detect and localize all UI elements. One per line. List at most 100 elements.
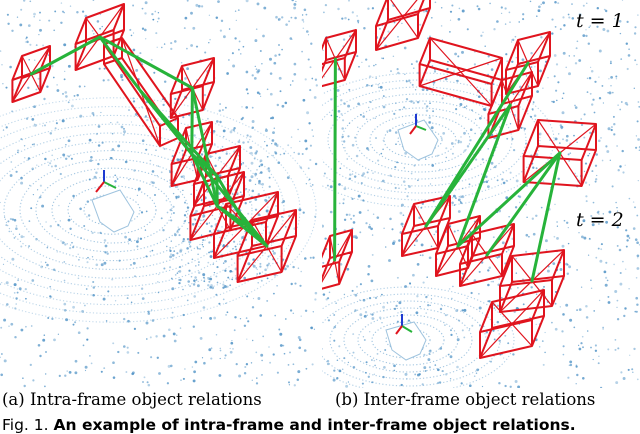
lidar-point: [400, 212, 403, 215]
lidar-point: [285, 102, 288, 105]
lidar-point: [586, 200, 588, 202]
lidar-point: [246, 0, 249, 2]
lidar-point: [253, 298, 254, 299]
lidar-point: [557, 2, 559, 4]
lidar-point: [262, 336, 264, 338]
lidar-point: [429, 102, 431, 104]
lidar-point: [45, 221, 46, 222]
lidar-point: [313, 311, 314, 312]
lidar-point: [353, 215, 355, 217]
lidar-point: [302, 14, 303, 15]
lidar-point: [555, 137, 558, 140]
lidar-point: [33, 105, 36, 108]
lidar-point: [282, 105, 285, 108]
lidar-point: [634, 26, 636, 28]
lidar-point: [253, 265, 256, 268]
lidar-point: [257, 282, 259, 284]
lidar-point: [626, 239, 628, 241]
lidar-point: [406, 98, 408, 100]
lidar-point: [239, 139, 240, 140]
lidar-point: [566, 135, 569, 138]
lidar-point: [50, 225, 52, 227]
lidar-point: [338, 183, 341, 186]
lidar-point: [363, 27, 365, 29]
lidar-point: [185, 17, 188, 20]
lidar-point: [315, 292, 318, 295]
lidar-point: [337, 8, 339, 10]
lidar-point: [225, 107, 227, 109]
relation-edge: [100, 37, 193, 88]
lidar-point: [562, 111, 565, 114]
lidar-point: [244, 372, 246, 374]
lidar-point: [226, 72, 229, 75]
lidar-point: [133, 169, 135, 171]
lidar-point: [203, 277, 205, 279]
lidar-point: [348, 381, 349, 382]
lidar-point: [161, 171, 163, 173]
lidar-point: [218, 156, 221, 159]
lidar-point: [172, 254, 175, 257]
lidar-point: [458, 142, 460, 144]
lidar-point: [31, 325, 33, 327]
lidar-point: [90, 159, 93, 162]
lidar-point: [92, 256, 93, 257]
lidar-point: [121, 79, 123, 81]
lidar-point: [605, 277, 607, 279]
lidar-point: [397, 312, 398, 313]
lidar-point: [460, 136, 461, 137]
lidar-point: [573, 135, 575, 137]
lidar-point: [429, 256, 432, 259]
lidar-point: [305, 368, 307, 370]
lidar-point: [365, 222, 367, 224]
lidar-point: [157, 47, 158, 48]
lidar-point: [358, 195, 361, 198]
lidar-point: [516, 180, 519, 183]
lidar-point: [369, 331, 370, 332]
lidar-point: [186, 67, 189, 70]
lidar-point: [595, 344, 597, 346]
lidar-point: [78, 259, 79, 260]
lidar-point: [20, 9, 22, 11]
lidar-point: [383, 227, 385, 229]
lidar-point: [508, 216, 509, 217]
lidar-point: [142, 297, 145, 300]
lidar-point: [72, 306, 75, 309]
lidar-point: [608, 301, 611, 304]
lidar-point: [449, 288, 451, 290]
lidar-point: [568, 243, 569, 244]
lidar-point: [203, 246, 204, 247]
lidar-point: [600, 248, 602, 250]
lidar-point: [560, 126, 563, 129]
lidar-point: [65, 144, 66, 145]
lidar-point: [490, 361, 492, 363]
lidar-point: [594, 81, 596, 83]
bbox: [322, 30, 356, 88]
lidar-point: [173, 212, 175, 214]
lidar-point: [268, 169, 271, 172]
lidar-point: [569, 152, 571, 154]
lidar-point: [304, 9, 307, 12]
lidar-point: [68, 139, 71, 142]
lidar-point: [79, 85, 81, 87]
lidar-point: [301, 315, 302, 316]
lidar-point: [86, 327, 88, 329]
lidar-point: [622, 150, 624, 152]
lidar-point: [633, 227, 636, 230]
lidar-point: [450, 329, 452, 331]
lidar-point: [285, 23, 288, 26]
subfigure-caption-a: (a) Intra-frame object relations: [2, 390, 262, 409]
lidar-point: [382, 306, 385, 309]
lidar-point: [445, 373, 447, 375]
lidar-point: [50, 296, 53, 299]
lidar-point: [170, 247, 171, 248]
lidar-point: [562, 138, 564, 140]
lidar-point: [45, 262, 47, 264]
lidar-point: [359, 299, 361, 301]
ego-vehicle: [92, 170, 134, 232]
lidar-point: [431, 298, 432, 299]
lidar-point: [280, 90, 282, 92]
lidar-point: [557, 178, 559, 180]
lidar-point: [601, 243, 603, 245]
lidar-point: [555, 26, 557, 28]
lidar-point: [44, 386, 46, 388]
